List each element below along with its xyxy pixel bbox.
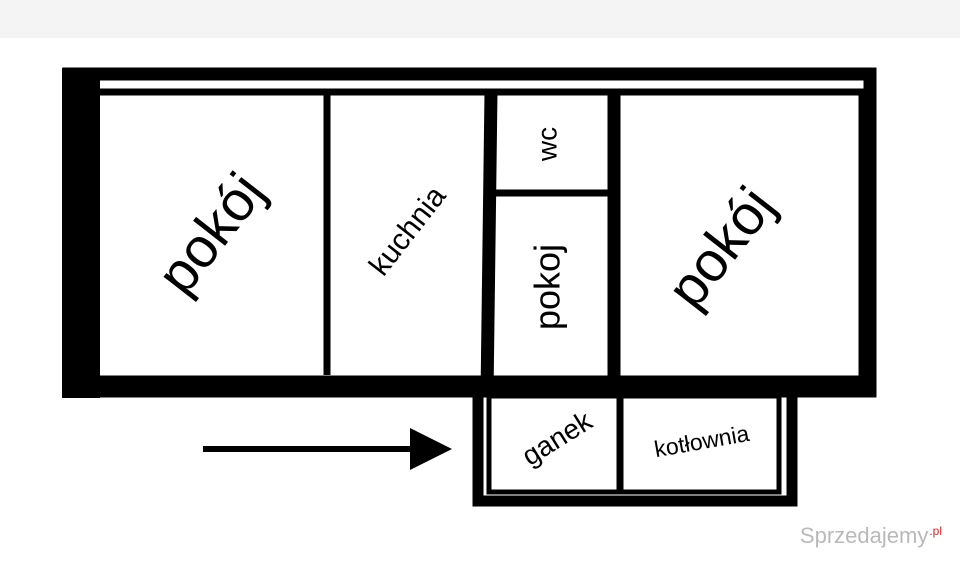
left-wall-block (62, 68, 100, 398)
room-label-pokoj-left: pokój (144, 161, 276, 305)
watermark-suffix: .pl (929, 523, 942, 538)
top-strip (0, 0, 960, 38)
divider-kuchnia-wc (480, 91, 498, 396)
watermark-logo: Sprzedajemy.pl (800, 523, 942, 549)
room-label-pokoj-middle: pokoj (527, 244, 568, 330)
annex-outer-wall (472, 385, 798, 507)
room-label-ganek: ganek (516, 404, 598, 471)
annex-inner-wall (486, 393, 782, 495)
room-label-kuchnia: kuchnia (363, 180, 453, 282)
room-label-kotlownia: kotłownia (652, 420, 751, 462)
room-label-pokoj-right: pokój (654, 175, 786, 319)
room-label-wc: wc (531, 127, 562, 162)
entrance-arrow-head (410, 428, 452, 470)
watermark-text: Sprzedajemy (799, 523, 929, 548)
